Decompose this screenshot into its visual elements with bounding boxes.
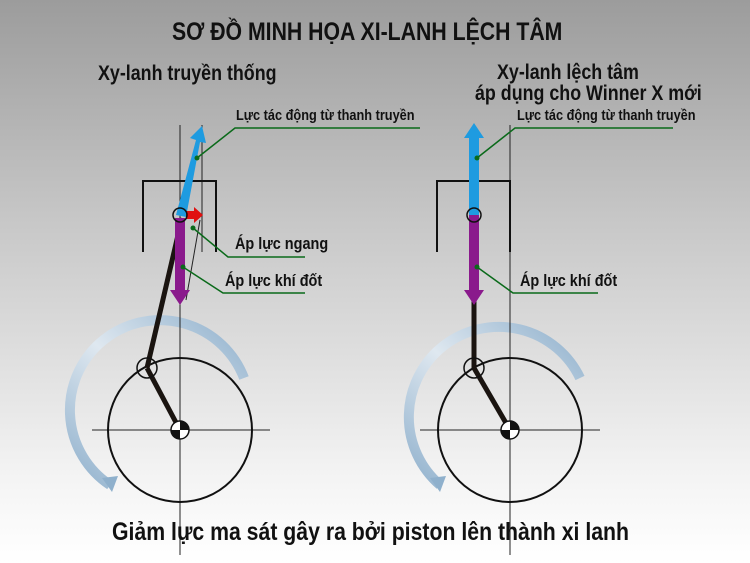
rotation-arrow bbox=[64, 315, 249, 490]
offset-cylinder-diagram bbox=[403, 123, 673, 555]
gas-pressure-arrow bbox=[170, 218, 190, 305]
right-heading-line2: áp dụng cho Winner X mới bbox=[475, 82, 702, 105]
rotation-arrow bbox=[403, 321, 585, 489]
crank-circle bbox=[437, 357, 583, 503]
side-pressure-arrow bbox=[186, 207, 203, 223]
right-heading-line1: Xy-lanh lệch tâm bbox=[497, 61, 639, 84]
rod-force-arrow bbox=[176, 126, 206, 217]
cylinder-outline bbox=[142, 180, 217, 252]
right-gas-pressure-label: Áp lực khí đốt bbox=[520, 271, 618, 290]
crank-circle bbox=[107, 357, 253, 503]
left-heading: Xy-lanh truyền thống bbox=[98, 62, 277, 85]
conventional-cylinder-diagram bbox=[64, 125, 420, 555]
left-gas-pressure-label: Áp lực khí đốt bbox=[225, 271, 323, 290]
page-title: SƠ ĐỒ MINH HỌA XI-LANH LỆCH TÂM bbox=[172, 18, 563, 46]
right-rod-force-label: Lực tác động từ thanh truyền bbox=[517, 107, 696, 124]
left-side-pressure-label: Áp lực ngang bbox=[235, 234, 329, 253]
gas-pressure-arrow bbox=[464, 215, 484, 305]
caption: Giảm lực ma sát gây ra bởi piston lên th… bbox=[112, 518, 630, 546]
left-rod-force-label: Lực tác động từ thanh truyền bbox=[236, 107, 415, 124]
rod-force-arrow bbox=[464, 123, 484, 215]
